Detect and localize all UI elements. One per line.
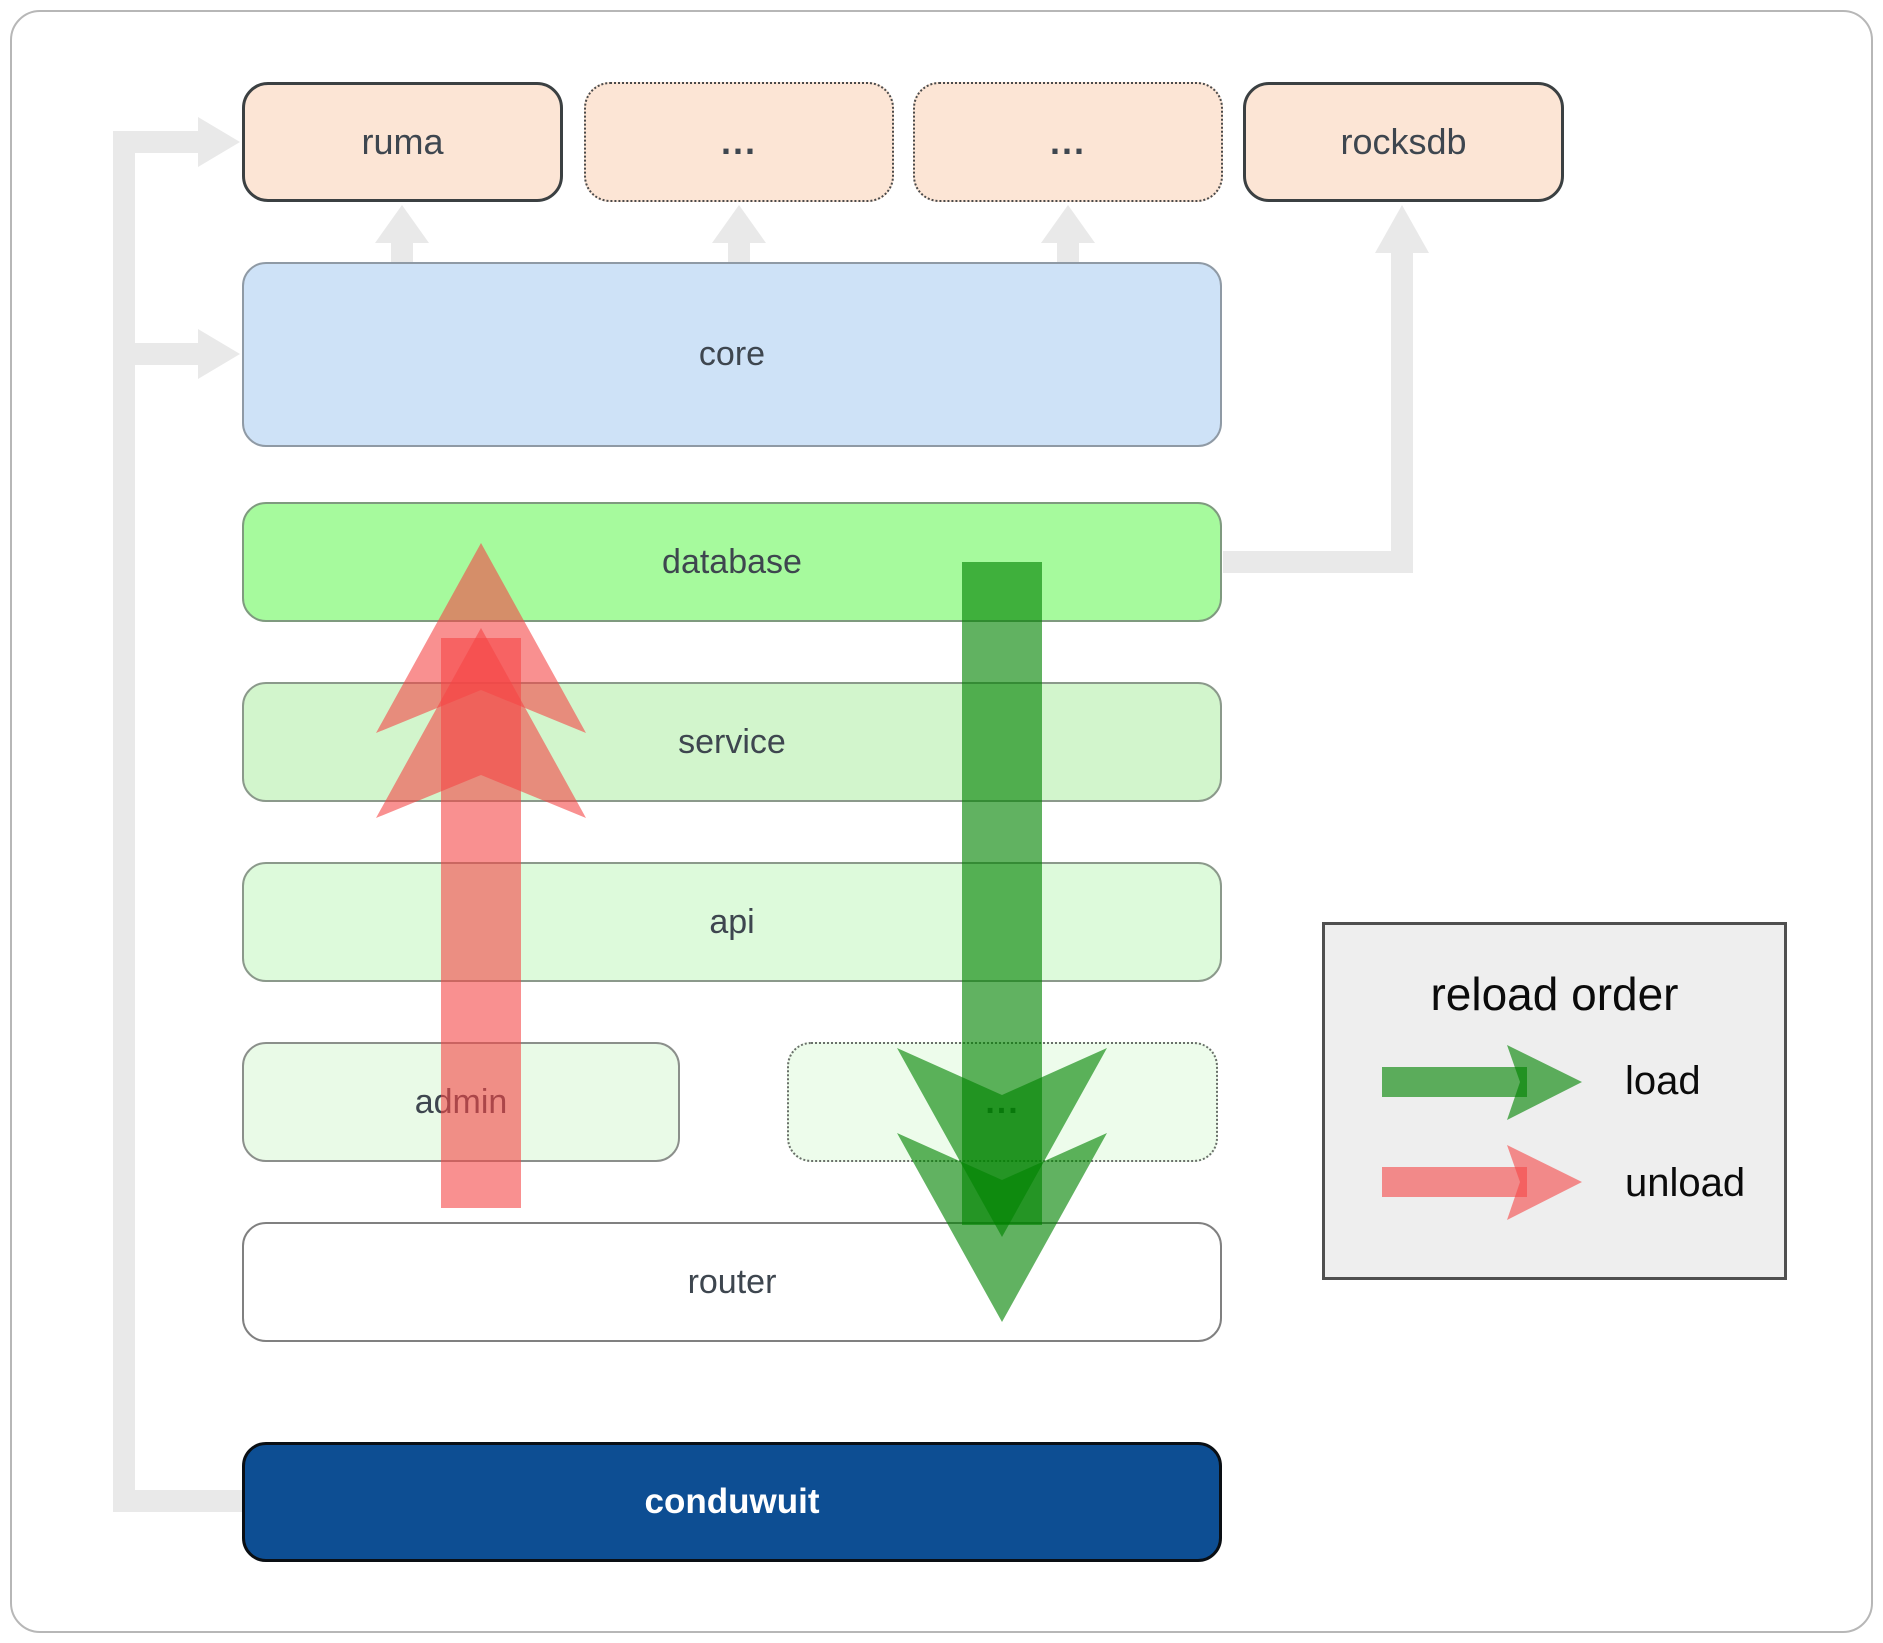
node-rocksdb: rocksdb bbox=[1243, 82, 1564, 202]
node-ruma-label: ruma bbox=[361, 121, 444, 162]
node-ellipsis-top-2-label: ... bbox=[1049, 121, 1086, 162]
node-core: core bbox=[242, 262, 1222, 447]
diagram-outer-frame bbox=[10, 10, 1873, 1633]
node-service: service bbox=[242, 682, 1222, 802]
node-database-label: database bbox=[662, 542, 802, 581]
node-api-label: api bbox=[709, 902, 755, 941]
node-ellipsis-top-1-label: ... bbox=[720, 121, 757, 162]
node-ruma: ruma bbox=[242, 82, 563, 202]
node-database: database bbox=[242, 502, 1222, 622]
node-core-label: core bbox=[698, 335, 766, 373]
legend-title: reload order bbox=[1430, 968, 1679, 1020]
node-conduwuit: conduwuit bbox=[242, 1442, 1222, 1562]
legend-load-label: load bbox=[1625, 1059, 1701, 1103]
node-service-label: service bbox=[678, 722, 786, 761]
node-ellipsis-admin-row-label: ... bbox=[985, 1082, 1020, 1121]
legend-reload-order: reload order load unload bbox=[1322, 922, 1787, 1280]
node-ellipsis-admin-row: ... bbox=[787, 1042, 1218, 1162]
node-api: api bbox=[242, 862, 1222, 982]
node-rocksdb-label: rocksdb bbox=[1340, 121, 1467, 162]
node-ellipsis-top-2: ... bbox=[913, 82, 1223, 202]
node-ellipsis-top-1: ... bbox=[584, 82, 894, 202]
node-admin-label: admin bbox=[414, 1082, 508, 1121]
node-conduwuit-label: conduwuit bbox=[644, 1482, 820, 1521]
node-router-label: router bbox=[687, 1262, 777, 1301]
node-admin: admin bbox=[242, 1042, 680, 1162]
node-router: router bbox=[242, 1222, 1222, 1342]
legend-unload-label: unload bbox=[1625, 1161, 1746, 1205]
